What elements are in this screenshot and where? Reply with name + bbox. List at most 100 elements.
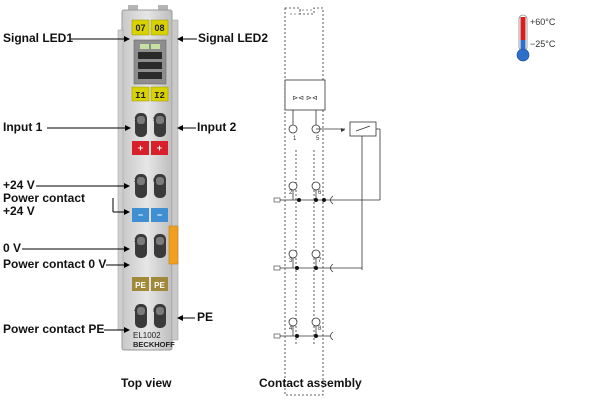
pin-contact: [288, 249, 298, 259]
label-plus24-a: +24 V: [3, 178, 35, 192]
input-label-i1: I1: [135, 91, 146, 101]
bus-end: [273, 265, 281, 271]
led-window: [151, 44, 160, 49]
pin-contact: [288, 124, 298, 134]
minus-label-box: [132, 208, 149, 222]
spring-contact-highlight: [156, 307, 164, 315]
bus-contact: [330, 331, 334, 341]
side-rail: [171, 19, 179, 341]
junction-dot: [322, 198, 326, 202]
minus-sign: −: [157, 210, 162, 220]
led-slot: [138, 72, 162, 79]
pin-contact: [288, 317, 298, 327]
thermometer-high-label: +60°C: [530, 17, 556, 27]
terminal-number: 1: [134, 117, 137, 123]
arrowhead: [124, 36, 130, 42]
pin-number: 8: [318, 326, 322, 332]
led-label-box: [131, 19, 150, 36]
spring-contact-highlight: [156, 177, 164, 185]
arrowhead: [177, 125, 183, 131]
pin-number: 3: [289, 258, 293, 264]
pin-contact: [311, 317, 321, 327]
plus-label-box: [151, 141, 168, 155]
switch-arrowhead: [341, 128, 345, 132]
terminal-number: 6: [153, 178, 156, 184]
terminal-row-4: 4 8: [134, 304, 166, 328]
orange-release-tab: [168, 225, 179, 265]
led-block: [284, 79, 326, 111]
bus-end: [273, 197, 281, 203]
junction-dot: [297, 198, 301, 202]
label-pe: PE: [197, 310, 214, 324]
switch-box: [349, 121, 377, 137]
input-label-box: [150, 86, 169, 102]
pin-number: 5: [316, 136, 320, 142]
junction-dot: [314, 334, 318, 338]
label-input2: Input 2: [197, 120, 237, 134]
top-notch: [128, 5, 138, 11]
spring-contact-highlight: [137, 237, 145, 245]
label-plus24-b: +24 V: [3, 204, 35, 218]
pin-contact: [311, 181, 321, 191]
label-power-contact: Power contact: [3, 191, 86, 205]
spring-contact-highlight: [137, 177, 145, 185]
terminal-module: 07 08 I1 I2 1 5 + +: [117, 5, 179, 351]
terminal-number: 2: [134, 178, 137, 184]
minus-label-box: [151, 208, 168, 222]
minus-sign: −: [138, 210, 143, 220]
arrowhead: [124, 327, 130, 333]
pin-contact: [311, 249, 321, 259]
contact-assembly: ⊳⊲ ⊳⊲ 1 5 2: [273, 7, 381, 396]
led-slot: [138, 52, 162, 59]
terminal-number: 7: [153, 238, 156, 244]
pe-label-box: [132, 277, 149, 291]
pin-number: 6: [318, 190, 322, 196]
model-label: EL1002: [133, 331, 161, 340]
spring-contact-highlight: [156, 116, 164, 124]
pe-label: PE: [135, 281, 146, 290]
side-rail: [117, 29, 124, 331]
terminal-row-1: 1 5: [134, 113, 166, 137]
led-window: [140, 44, 149, 49]
arrowhead: [177, 315, 183, 321]
plus-sign: +: [157, 143, 162, 153]
terminal-number: 8: [153, 308, 156, 314]
terminal-number: 5: [153, 117, 156, 123]
junction-dot: [295, 334, 299, 338]
junction-dot: [295, 266, 299, 270]
label-power-contact-0v: Power contact 0 V: [3, 257, 107, 271]
terminal-row-2: 2 6: [134, 174, 166, 198]
spring-contact-highlight: [137, 116, 145, 124]
input-label-box: [131, 86, 150, 102]
pin-contact: [288, 181, 298, 191]
pin-number: 1: [293, 136, 297, 142]
label-input1: Input 1: [3, 120, 43, 134]
pin-number: 7: [318, 258, 322, 264]
label-signal-led1: Signal LED1: [3, 31, 74, 45]
arrowhead: [177, 36, 183, 42]
thermometer-red-fill: [520, 17, 526, 43]
pin-number: 4: [289, 326, 293, 332]
arrowhead: [125, 125, 131, 131]
thermometer-blue-fill: [520, 40, 526, 50]
callout-lines: [22, 36, 197, 333]
pe-label-box: [151, 277, 168, 291]
bus-contact: [330, 263, 334, 273]
arrowhead: [124, 183, 130, 189]
thermometer-icon: [516, 14, 530, 62]
label-0v: 0 V: [3, 241, 22, 255]
led-label-box: [150, 19, 169, 36]
bus-contact: [330, 195, 334, 205]
terminal-row-3: 3 7: [134, 234, 166, 258]
pin-number: 2: [289, 190, 293, 196]
led-symbol: ⊳⊲ ⊳⊲: [292, 95, 318, 102]
junction-dot: [314, 198, 318, 202]
caption-contact-assembly: Contact assembly: [259, 376, 362, 390]
label-power-contact-pe: Power contact PE: [3, 322, 105, 336]
pe-label: PE: [154, 281, 165, 290]
led-slot: [138, 62, 162, 69]
bus-end: [273, 333, 281, 339]
power-row-0v: 3 7: [273, 249, 362, 273]
power-row-pe: 4 8: [273, 317, 334, 341]
spring-contact-highlight: [156, 237, 164, 245]
